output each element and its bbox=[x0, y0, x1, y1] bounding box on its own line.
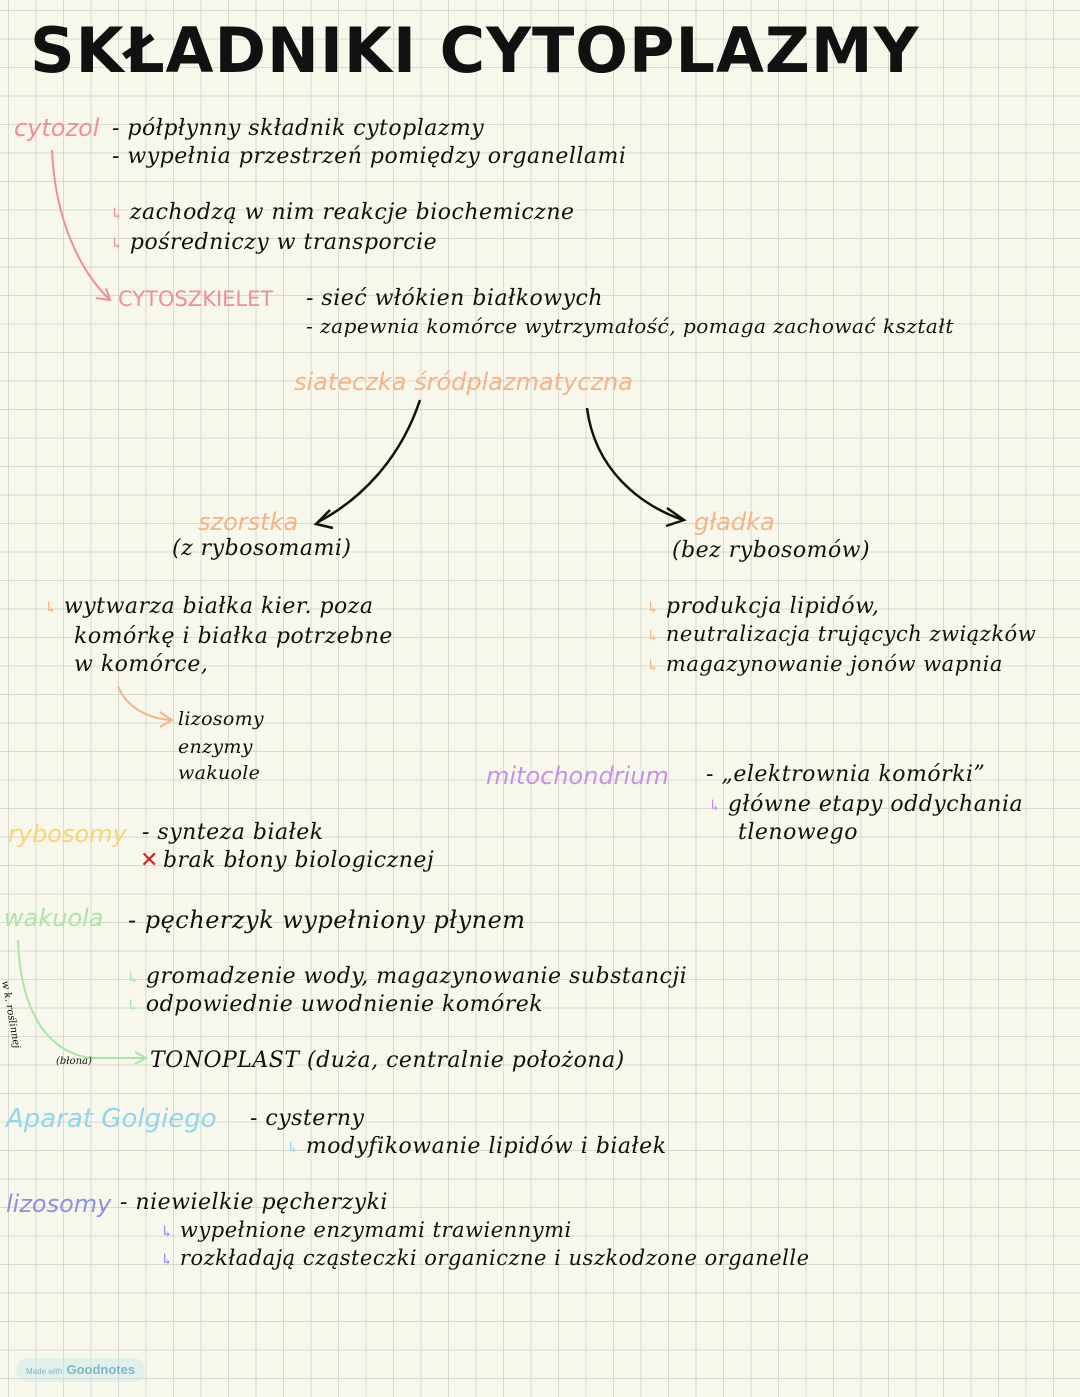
siateczka-label: siateczka śródplazmatyczna bbox=[294, 368, 633, 396]
gladka-function-2: ↳ neutralizacja trujących związków bbox=[646, 622, 1036, 646]
gladka-function-3: ↳ magazynowanie jonów wapnia bbox=[646, 652, 1003, 676]
sub-arrow-icon: ↳ bbox=[110, 204, 124, 223]
golgi-label: Aparat Golgiego bbox=[6, 1104, 217, 1134]
made-with-text: Made with bbox=[26, 1367, 63, 1376]
szorstka-note: (z rybosomami) bbox=[172, 536, 352, 561]
wakuola-subpoint-2: ↳ odpowiednie uwodnienie komórek bbox=[126, 992, 543, 1017]
szorstka-target-3: wakuole bbox=[178, 762, 261, 784]
szorstka-desc-text: wytwarza białka kier. poza bbox=[63, 594, 374, 619]
cross-icon: ✕ bbox=[140, 848, 159, 873]
lizosomy-subpoint-text: rozkładają cząsteczki organiczne i uszko… bbox=[179, 1246, 810, 1270]
szorstka-label: szorstka bbox=[198, 508, 299, 536]
cytozol-subpoint-text: zachodzą w nim reakcje biochemiczne bbox=[129, 200, 575, 225]
sub-arrow-icon: ↳ bbox=[126, 968, 140, 987]
goodnotes-brand: Goodnotes bbox=[66, 1362, 136, 1377]
cytoszkielet-point-1: - sieć włókien białkowych bbox=[306, 286, 604, 311]
wakuola-membrane-note: (błona) bbox=[56, 1056, 92, 1067]
wakuola-subpoint-text: gromadzenie wody, magazynowanie substanc… bbox=[145, 964, 688, 989]
sub-arrow-icon: ↳ bbox=[646, 598, 660, 617]
mitochondrium-label: mitochondrium bbox=[486, 762, 669, 790]
gladka-function-text: produkcja lipidów, bbox=[665, 594, 880, 619]
mitochondrium-subpoint-2: tlenowego bbox=[738, 820, 858, 845]
sub-arrow-icon: ↳ bbox=[286, 1138, 300, 1157]
sub-arrow-icon: ↳ bbox=[160, 1222, 174, 1241]
sub-arrow-icon: ↳ bbox=[126, 996, 140, 1015]
cytoszkielet-label: CYTOSZKIELET bbox=[118, 287, 274, 311]
tonoplast-text: TONOPLAST (duża, centralnie położona) bbox=[150, 1048, 625, 1073]
cytoszkielet-point-2: - zapewnia komórce wytrzymałość, pomaga … bbox=[306, 314, 954, 338]
golgi-point: - cysterny bbox=[250, 1106, 365, 1131]
gladka-label: gładka bbox=[694, 508, 775, 536]
cytozol-subpoint-text: pośredniczy w transporcie bbox=[129, 230, 438, 255]
wakuola-point: - pęcherzyk wypełniony płynem bbox=[128, 906, 526, 934]
lizosomy-point: - niewielkie pęcherzyki bbox=[120, 1190, 388, 1215]
wakuola-label: wakuola bbox=[4, 904, 104, 932]
gladka-note: (bez rybosomów) bbox=[672, 538, 871, 563]
lizosomy-label: lizosomy bbox=[6, 1190, 112, 1218]
gladka-function-1: ↳ produkcja lipidów, bbox=[646, 594, 879, 619]
sub-arrow-icon: ↳ bbox=[646, 626, 660, 645]
rybosomy-negative: ✕brak błony biologicznej bbox=[140, 848, 434, 873]
lizosomy-subpoint-2: ↳ rozkładają cząsteczki organiczne i uszk… bbox=[160, 1246, 810, 1270]
mitochondrium-point: - „elektrownia komórki” bbox=[706, 762, 986, 787]
szorstka-desc-3: w komórce, bbox=[74, 652, 209, 677]
gladka-function-text: magazynowanie jonów wapnia bbox=[665, 652, 1003, 676]
wakuola-subpoint-text: odpowiednie uwodnienie komórek bbox=[145, 992, 544, 1017]
lizosomy-subpoint-1: ↳ wypełnione enzymami trawiennymi bbox=[160, 1218, 572, 1242]
cytozol-subpoint-2: ↳ pośredniczy w transporcie bbox=[110, 230, 437, 255]
cytozol-label: cytozol bbox=[14, 114, 100, 142]
wakuola-subpoint-1: ↳ gromadzenie wody, magazynowanie substan… bbox=[126, 964, 687, 989]
rybosomy-point: - synteza białek bbox=[142, 820, 324, 845]
rybosomy-negative-text: brak błony biologicznej bbox=[162, 848, 435, 873]
szorstka-target-2: enzymy bbox=[178, 736, 253, 758]
rybosomy-label: rybosomy bbox=[8, 820, 127, 848]
sub-arrow-icon: ↳ bbox=[44, 598, 58, 617]
gladka-function-text: neutralizacja trujących związków bbox=[665, 622, 1037, 646]
golgi-subpoint: ↳ modyfikowanie lipidów i białek bbox=[286, 1134, 667, 1159]
mitochondrium-subpoint-text: główne etapy oddychania bbox=[727, 792, 1024, 817]
szorstka-desc-2: komórkę i białka potrzebne bbox=[74, 624, 393, 649]
cytozol-point-1: - półpłynny składnik cytoplazmy bbox=[112, 116, 485, 141]
mitochondrium-subpoint-1: ↳ główne etapy oddychania bbox=[708, 792, 1023, 817]
page-title: SKŁADNIKI CYTOPLAZMY bbox=[30, 14, 920, 87]
lizosomy-subpoint-text: wypełnione enzymami trawiennymi bbox=[179, 1218, 572, 1242]
sub-arrow-icon: ↳ bbox=[646, 656, 660, 675]
golgi-subpoint-text: modyfikowanie lipidów i białek bbox=[305, 1134, 667, 1159]
szorstka-target-1: lizosomy bbox=[178, 708, 264, 730]
szorstka-desc-1: ↳ wytwarza białka kier. poza bbox=[44, 594, 374, 619]
cytozol-subpoint-1: ↳ zachodzą w nim reakcje biochemiczne bbox=[110, 200, 575, 225]
cytozol-point-2: - wypełnia przestrzeń pomiędzy organella… bbox=[112, 144, 627, 169]
sub-arrow-icon: ↳ bbox=[708, 796, 722, 815]
sub-arrow-icon: ↳ bbox=[160, 1250, 174, 1269]
sub-arrow-icon: ↳ bbox=[110, 234, 124, 253]
